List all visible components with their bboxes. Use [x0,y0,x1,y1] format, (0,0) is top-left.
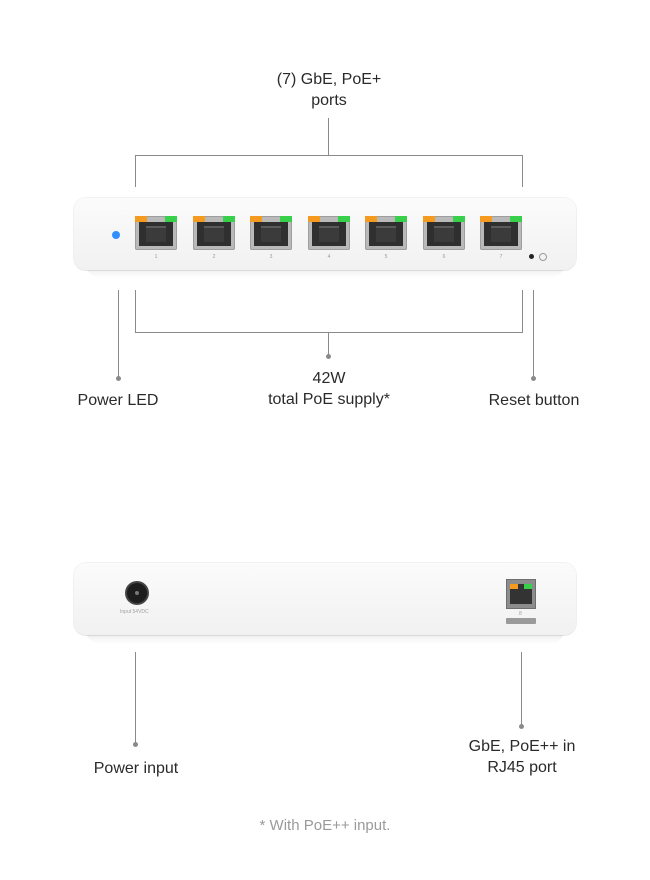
uplink-label-line1: GbE, PoE++ in [468,738,576,755]
port-3-icon [250,216,292,250]
reset-button-label: Reset button [488,392,580,409]
port-number-label: 5 [384,254,388,260]
power-input-leader [135,652,136,744]
ports-label-line2: ports [311,92,347,109]
poe-bracket-stem [328,332,329,356]
reset-button-icon [529,254,534,259]
reset-indicator-icon [539,253,547,261]
port-led-green [395,216,407,222]
port-number-label: 1 [154,254,158,260]
uplink-port-number: 8 [519,611,522,617]
port-number-label: 6 [442,254,446,260]
power-input-leader-dot [133,742,138,747]
back-device: Input 54VDC 8 [74,563,576,635]
port-led-orange [135,216,147,222]
front-device: 1 2 3 4 5 6 7 [74,198,576,270]
power-led-leader-dot [116,376,121,381]
ports-label: (7) GbE, PoE+ ports [229,69,429,111]
port-led-green [338,216,350,222]
uplink-port-tag [506,618,536,624]
poe-bracket-right [522,290,523,333]
port-number-label: 3 [269,254,273,260]
port-cavity [369,222,403,246]
port-contacts [376,226,396,242]
port-cavity [197,222,231,246]
port-cavity [312,222,346,246]
port-cavity [139,222,173,246]
port-number-label: 7 [499,254,503,260]
uplink-leader [521,652,522,726]
poe-bracket-dot [326,354,331,359]
uplink-label-line2: RJ45 port [487,759,557,776]
port-number-label: 4 [327,254,331,260]
port-4-icon [308,216,350,250]
port-led-green [223,216,235,222]
reset-leader [533,290,534,378]
power-jack-icon [127,583,147,603]
port-5-icon [365,216,407,250]
poe-bracket-bottom [135,332,523,333]
port-number-label: 2 [212,254,216,260]
port-7-icon [480,216,522,250]
port-led-orange [308,216,320,222]
port-led-green [280,216,292,222]
reset-leader-dot [531,376,536,381]
poe-bracket-left [135,290,136,333]
uplink-led-orange [510,584,518,589]
port-led-orange [423,216,435,222]
port-led-orange [480,216,492,222]
port-cavity [254,222,288,246]
port-contacts [491,226,511,242]
ports-bracket-left [135,155,136,187]
uplink-port-cavity [510,584,532,604]
power-led-icon [112,231,120,239]
port-contacts [146,226,166,242]
footnote: * With PoE++ input. [259,817,391,834]
poe-supply-line1: 42W [312,370,346,387]
power-input-label: Power input [93,760,179,777]
uplink-led-green [524,584,532,589]
ports-bracket-right [522,155,523,187]
power-jack-text: Input 54VDC [120,609,149,615]
port-cavity [427,222,461,246]
power-led-leader [118,290,119,378]
port-6-icon [423,216,465,250]
port-led-orange [250,216,262,222]
power-led-label: Power LED [77,392,159,409]
port-led-green [510,216,522,222]
port-1-icon [135,216,177,250]
port-contacts [434,226,454,242]
port-led-orange [365,216,377,222]
ports-bracket-stem [328,118,329,156]
ports-bracket-top [135,155,523,156]
port-contacts [319,226,339,242]
port-contacts [261,226,281,242]
port-contacts [204,226,224,242]
uplink-port-icon [506,579,536,609]
poe-supply-label: 42W total PoE supply* [229,368,429,410]
port-led-orange [193,216,205,222]
uplink-leader-dot [519,724,524,729]
port-led-green [165,216,177,222]
ports-label-line1: (7) GbE, PoE+ [276,71,382,88]
uplink-label: GbE, PoE++ in RJ45 port [442,736,602,778]
poe-supply-line2: total PoE supply* [268,391,390,408]
port-led-green [453,216,465,222]
port-cavity [484,222,518,246]
port-2-icon [193,216,235,250]
